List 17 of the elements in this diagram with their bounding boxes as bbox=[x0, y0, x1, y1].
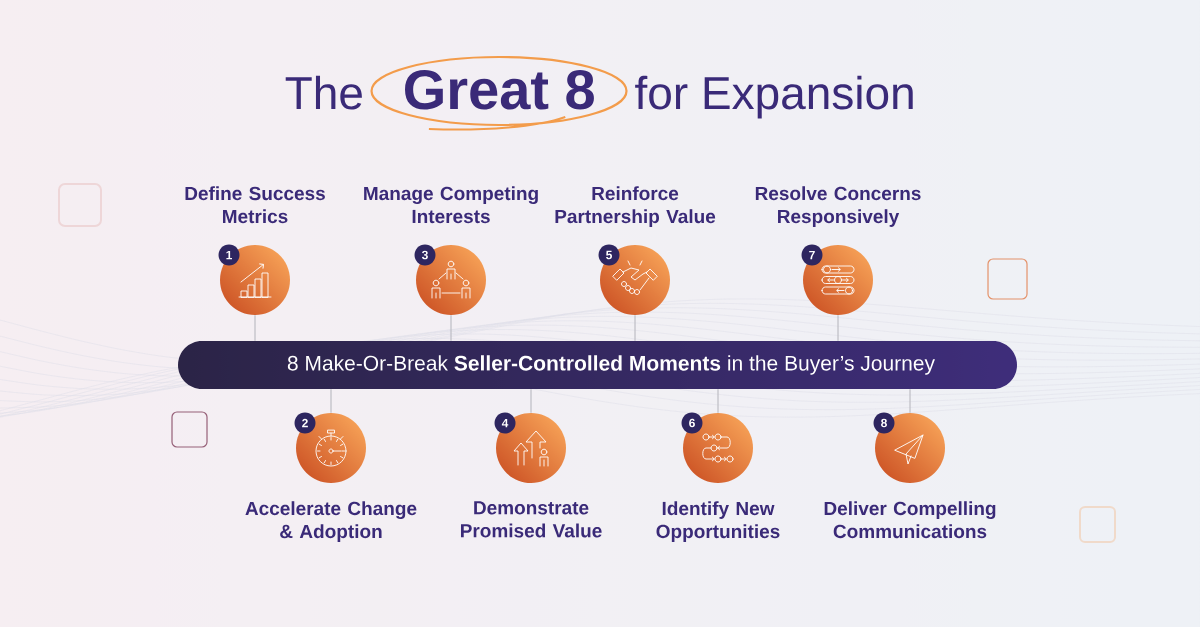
step-label: Define Success Metrics bbox=[185, 186, 325, 224]
step-label: Reinforce Partnership Value bbox=[555, 186, 716, 227]
title: The Great 8 for Expansion bbox=[285, 55, 913, 131]
number-badge: 6 bbox=[681, 412, 703, 434]
number-badge: 7 bbox=[801, 244, 823, 266]
step-label: Identify New Opportunities bbox=[656, 501, 780, 542]
number-badge: 1 bbox=[218, 244, 240, 266]
step-label: Deliver Compelling Communications bbox=[824, 501, 996, 539]
step-label: Demonstrate Promised Value bbox=[461, 501, 602, 538]
number-badge: 4 bbox=[494, 412, 516, 434]
number-badge: 2 bbox=[294, 412, 316, 434]
step-label: Resolve Concerns Responsively bbox=[755, 186, 921, 227]
number-badge: 5 bbox=[598, 244, 620, 266]
number-badge: 8 bbox=[873, 412, 895, 434]
step-label: Accelerate Change & Adoption bbox=[245, 501, 417, 542]
step-label: Manage Competing Interests bbox=[364, 186, 538, 224]
number-badge: 3 bbox=[414, 244, 436, 266]
